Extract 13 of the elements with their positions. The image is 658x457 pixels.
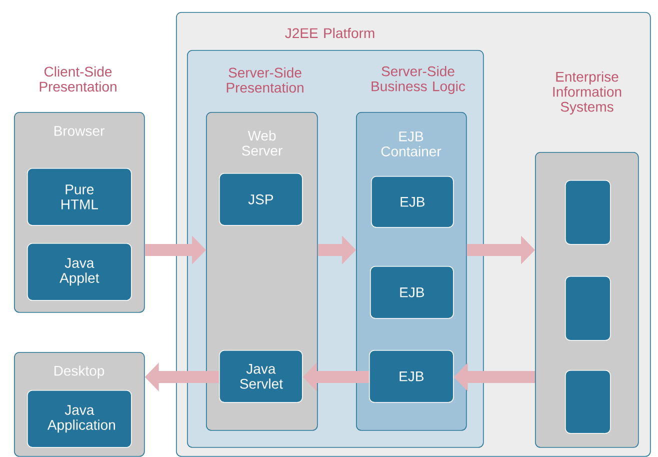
component-box: Java Servlet [219, 350, 303, 403]
component-box: Pure HTML [27, 168, 132, 226]
component-box: JSP [219, 173, 303, 226]
component-box: Java Applet [27, 243, 132, 301]
component-box [565, 276, 611, 341]
node-label: Enterprise Information Systems [553, 71, 622, 115]
component-box: EJB [369, 350, 454, 403]
heading: Client-Side Presentation [40, 66, 116, 92]
component-box: EJB [370, 266, 454, 319]
component-box [565, 370, 611, 434]
component-box: Java Application [27, 390, 132, 448]
component-box [565, 180, 611, 245]
component-box: EJB [371, 176, 454, 228]
